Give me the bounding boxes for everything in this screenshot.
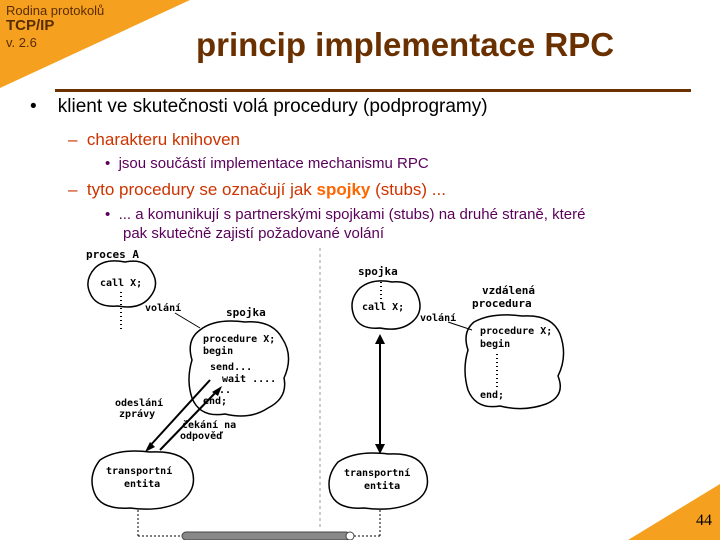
vzdalena-line2: procedura — [472, 297, 532, 310]
transport-left-line2: entita — [124, 478, 160, 490]
right-arrowhead-down — [375, 444, 385, 454]
proc-right-line3: end; — [480, 390, 504, 401]
transport-left-cloud — [91, 450, 195, 510]
odeslani-line2: zprávy — [119, 408, 155, 420]
transport-right-line2: entita — [364, 480, 400, 492]
send-arrow — [147, 379, 211, 449]
bullet-sub1-text: charakteru knihoven — [86, 130, 240, 149]
volani-right-label: volání — [420, 312, 456, 324]
proces-a-label: proces A — [86, 248, 139, 261]
corner-decoration-bottom-right — [628, 484, 720, 540]
proc-right-line2: begin — [480, 338, 510, 350]
bullet-sub1-detail: • jsou součástí implementace mechanismu … — [105, 155, 429, 172]
proc-left-line6: end; — [203, 396, 227, 407]
cekani-line1: čekání na — [182, 419, 236, 431]
cekani-line2: odpověď — [180, 430, 224, 442]
proc-left-line2: begin — [203, 345, 233, 357]
volani-left-arrow — [174, 312, 201, 329]
proc-left-line5: ... — [213, 385, 231, 396]
bullet-sub2-detail-line1: ... a komunikují s partnerskými spojkami… — [118, 206, 586, 223]
proc-right-line1: procedure X; — [480, 326, 552, 337]
transport-right-line1: transportní — [344, 467, 410, 479]
bullet-sub2-detail: • ... a komunikují s partnerskými spojka… — [105, 206, 586, 223]
transport-left-line1: transportní — [106, 465, 172, 477]
bullet-main: • klient ve skutečnosti volá procedury (… — [30, 96, 488, 117]
course-label: Rodina protokolů TCP/IP v. 2.6 — [6, 4, 104, 49]
bullet-sub2-detail-cont: pak skutečně zajistí požadované volání — [123, 225, 384, 242]
bullet-sub2: – tyto procedury se označují jak spojky … — [68, 180, 446, 199]
title-divider — [55, 89, 691, 92]
page-number: 44 — [696, 512, 712, 529]
proc-left-line1: procedure X; — [203, 334, 275, 345]
call-x-right: call X; — [362, 302, 404, 313]
proc-left-line3: send... — [210, 362, 252, 373]
slide-title: princip implementace RPC — [196, 26, 615, 63]
course-version: v. 2.6 — [6, 35, 37, 50]
spojka-right-label: spojka — [358, 265, 398, 278]
volani-left-label: volání — [145, 302, 181, 314]
proces-a-cloud — [87, 260, 157, 308]
vzdalena-line1: vzdálená — [482, 284, 535, 297]
bullet-sub2-detail-line2: pak skutečně zajistí požadované volání — [123, 225, 384, 242]
bullet-sub1-detail-text: jsou součástí implementace mechanismu RP… — [118, 155, 429, 172]
spojka-right-cloud — [351, 280, 421, 330]
course-protocol: TCP/IP — [6, 17, 55, 34]
spojka-left-cloud — [188, 320, 290, 417]
call-x-left: call X; — [100, 278, 142, 289]
wait-arrowhead — [212, 386, 222, 396]
odeslani-line1: odeslání — [115, 397, 163, 409]
wait-arrow — [159, 389, 219, 451]
bullet-sub2-text-pre: tyto procedury se označují jak — [86, 180, 317, 199]
send-arrowhead — [145, 442, 155, 452]
course-name: Rodina protokolů — [6, 3, 105, 18]
bullet-sub1: – charakteru knihoven — [68, 130, 240, 149]
transport-right-cloud — [328, 452, 429, 510]
bullet-sub2-text-post: (stubs) ... — [370, 180, 446, 199]
network-cable — [181, 531, 351, 540]
spojka-left-label: spojka — [226, 306, 266, 319]
right-arrowhead-up — [375, 334, 385, 344]
bullet-main-text: klient ve skutečnosti volá procedury (po… — [57, 96, 488, 117]
vzdalena-cloud — [464, 314, 565, 410]
proc-left-line4: wait .... — [222, 373, 276, 385]
corner-decoration-top-left — [0, 0, 190, 88]
network-cable-end — [345, 531, 355, 540]
bullet-sub2-text-bold: spojky — [316, 180, 371, 199]
